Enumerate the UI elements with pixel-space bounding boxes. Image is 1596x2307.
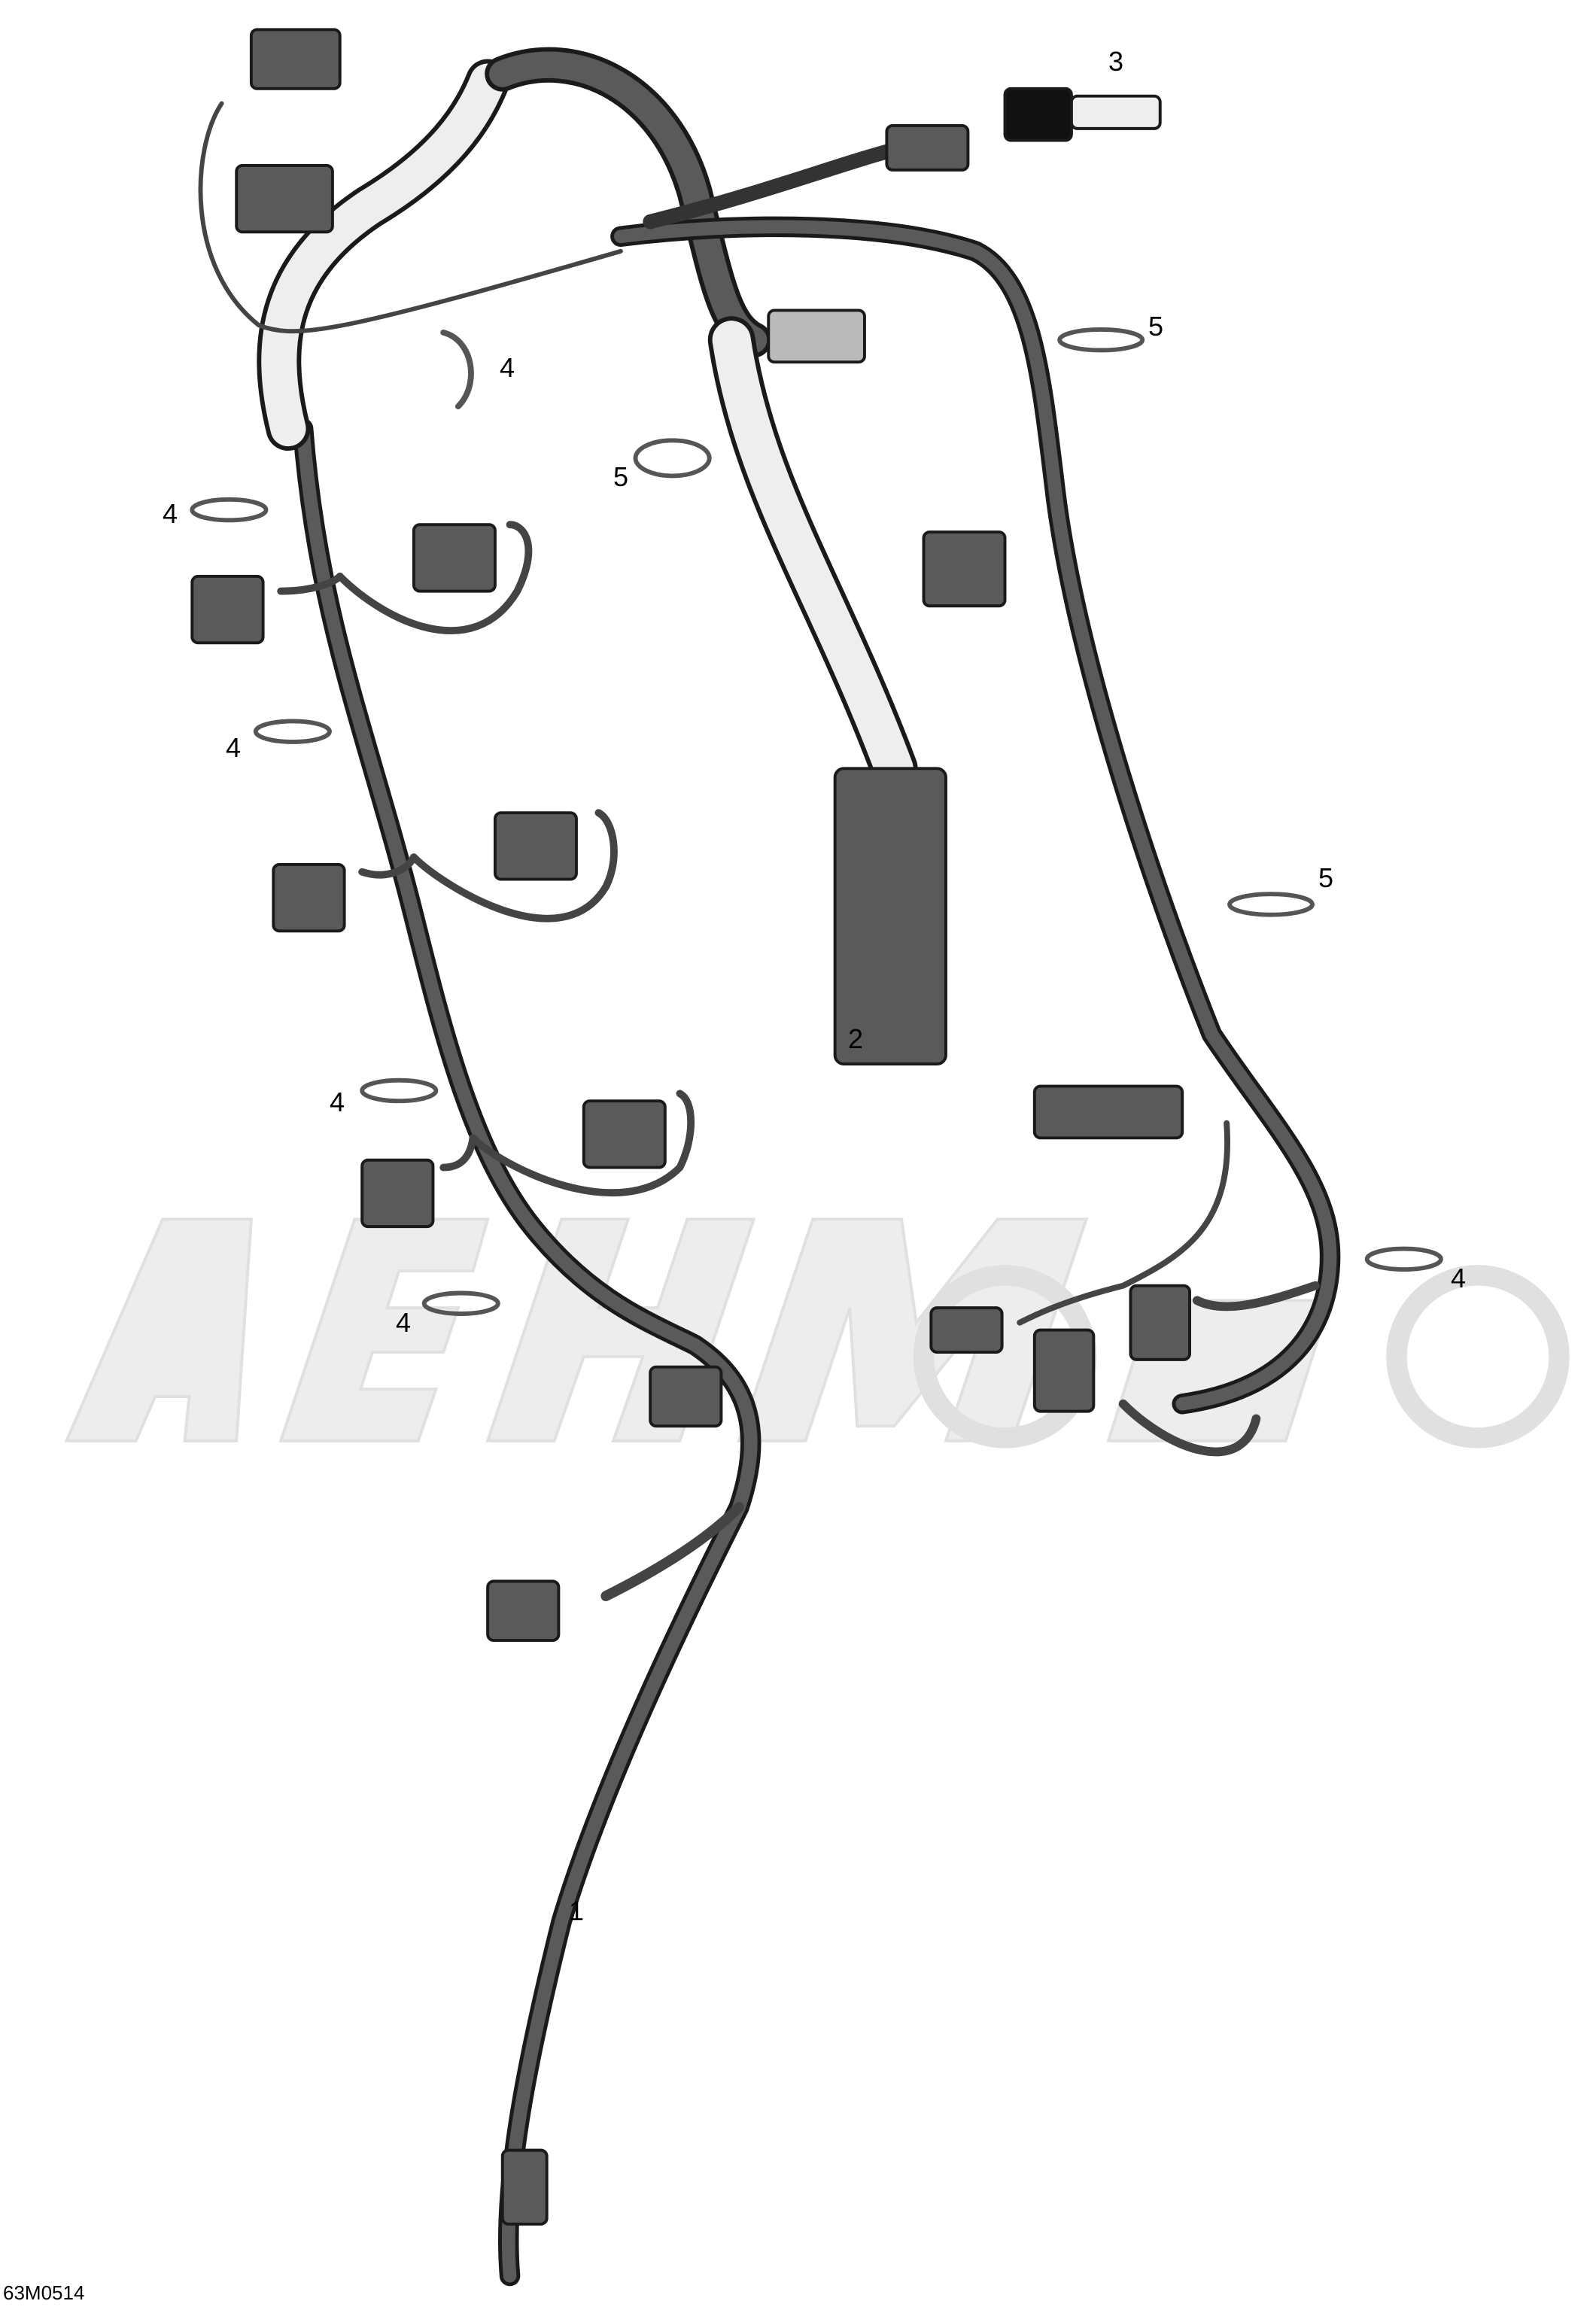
callout-5: 5 — [613, 461, 629, 492]
callout-4: 4 — [225, 732, 242, 763]
callout-4: 4 — [395, 1307, 412, 1338]
callout-1: 1 — [568, 1895, 585, 1926]
ecu-connector — [833, 767, 947, 1066]
figure-code: 63M0514 — [3, 2281, 85, 2304]
callout-4: 4 — [1450, 1263, 1467, 1293]
callout-4: 4 — [162, 498, 178, 529]
callout-3: 3 — [1108, 46, 1124, 77]
callout-4: 4 — [329, 1087, 345, 1117]
sensor-part-3 — [1003, 87, 1073, 142]
callout-4: 4 — [499, 352, 515, 383]
callout-5: 5 — [1318, 862, 1334, 893]
connectors — [190, 28, 1191, 2226]
callout-2: 2 — [847, 1023, 864, 1054]
clamps — [190, 327, 1443, 1316]
callout-5: 5 — [1148, 311, 1164, 342]
